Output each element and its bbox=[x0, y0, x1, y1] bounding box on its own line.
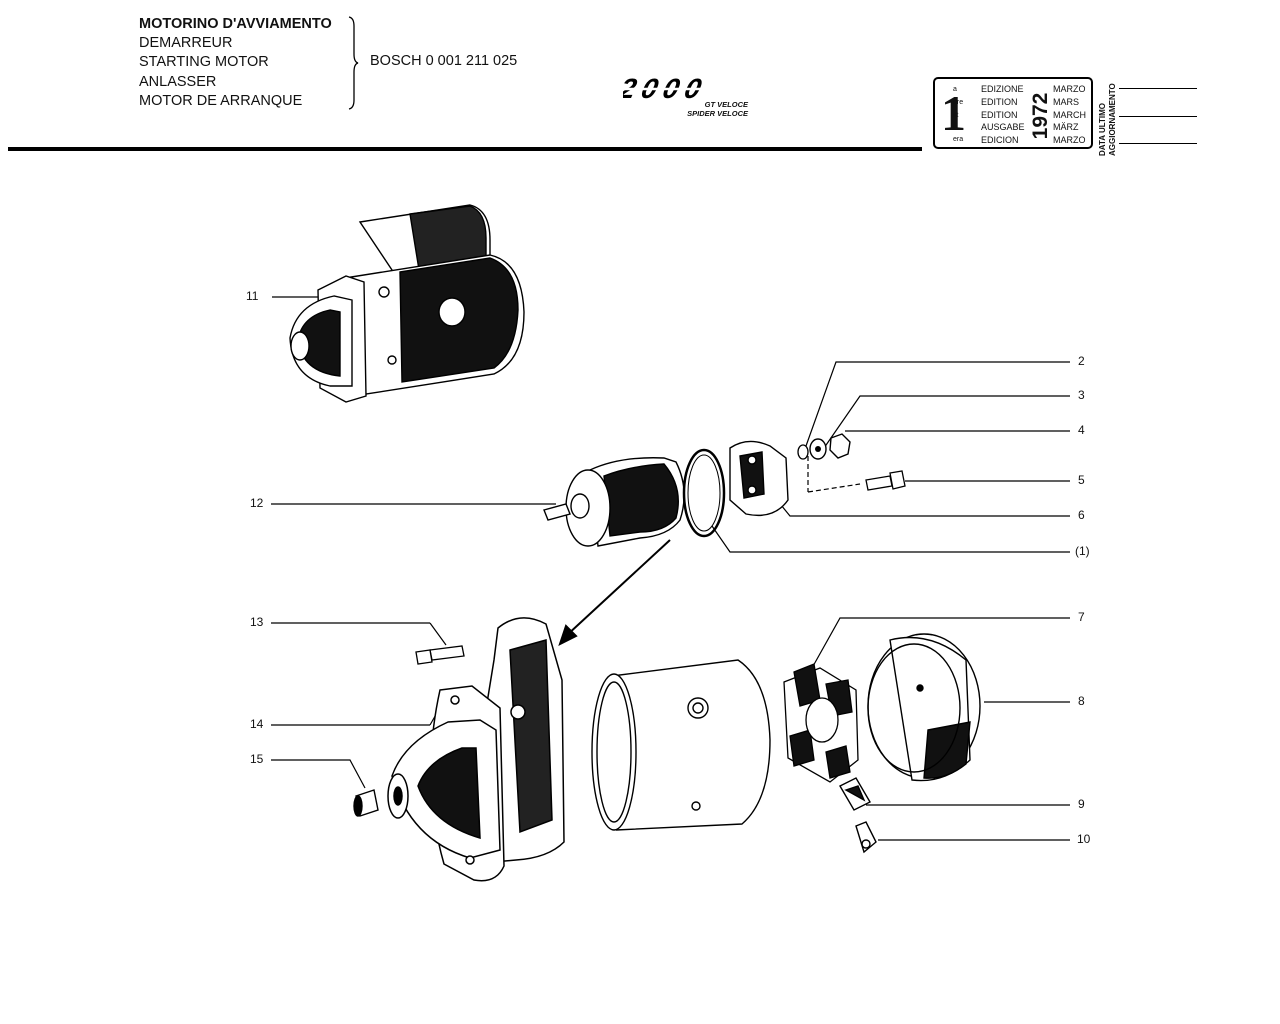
header-rule bbox=[8, 147, 922, 151]
leader-2 bbox=[805, 361, 1070, 447]
edition-word-de: AUSGABE bbox=[981, 122, 1025, 132]
title-german: ANLASSER bbox=[139, 73, 217, 90]
edition-word-it: EDIZIONE bbox=[981, 84, 1024, 94]
callout-7: 7 bbox=[1078, 610, 1085, 624]
edition-sup-es: era bbox=[953, 136, 964, 143]
callout-8: 8 bbox=[1078, 694, 1085, 708]
leader-3 bbox=[823, 395, 1070, 449]
solenoid-body bbox=[543, 457, 685, 547]
logo-subtitle: GT VELOCE SPIDER VELOCE bbox=[670, 100, 748, 118]
o-ring bbox=[682, 448, 726, 538]
edition-sup-fr: ère bbox=[953, 99, 964, 106]
part-number: BOSCH 0 001 211 025 bbox=[370, 53, 518, 69]
edition-month-it: MARZO bbox=[1053, 84, 1086, 94]
callout-3: 3 bbox=[1078, 388, 1085, 402]
edition-number: 1 bbox=[941, 85, 966, 141]
edition-box: 1 a ère st . era EDIZIONE EDITION EDITIO… bbox=[933, 77, 1093, 149]
title-block: MOTORINO D'AVVIAMENTO DEMARREUR STARTING… bbox=[139, 15, 332, 111]
o-ring-inner bbox=[687, 454, 721, 532]
callout-2: 2 bbox=[1078, 354, 1085, 368]
title-italian: MOTORINO D'AVVIAMENTO bbox=[139, 16, 332, 32]
callout-14: 14 bbox=[250, 717, 264, 731]
edition-month-de: MÄRZ bbox=[1053, 122, 1079, 132]
assembled-starter-motor bbox=[289, 204, 525, 403]
leader-13-tail bbox=[429, 622, 447, 646]
drive-end-housing bbox=[387, 617, 565, 882]
spring-clip-9 bbox=[839, 777, 871, 811]
callout-9: 9 bbox=[1078, 797, 1085, 811]
bushing-15 bbox=[353, 789, 379, 817]
edition-month-fr: MARS bbox=[1053, 97, 1080, 107]
callout-13: 13 bbox=[250, 615, 264, 629]
model-logo: 2000 bbox=[623, 78, 743, 102]
brush-holder-7 bbox=[783, 663, 859, 783]
screw-5 bbox=[865, 470, 906, 491]
edition-month-en: MARCH bbox=[1053, 110, 1086, 120]
edition-month-es: MARZO bbox=[1053, 135, 1086, 145]
leader-1 bbox=[711, 525, 1070, 553]
logo-sub-gt: GT VELOCE bbox=[704, 100, 748, 109]
callout-15: 15 bbox=[250, 752, 264, 766]
callout-10: 10 bbox=[1077, 832, 1091, 846]
title-french: DEMARREUR bbox=[139, 35, 233, 52]
title-english: STARTING MOTOR bbox=[139, 54, 269, 71]
nut-4 bbox=[829, 433, 851, 459]
lug-10 bbox=[855, 821, 877, 854]
leader-6 bbox=[771, 493, 1070, 517]
end-cover-8 bbox=[867, 633, 981, 782]
update-line-1 bbox=[1119, 88, 1197, 89]
callout-5: 5 bbox=[1078, 473, 1085, 487]
update-line-3 bbox=[1119, 143, 1197, 144]
dashed-axis bbox=[807, 483, 861, 493]
title-spanish: MOTOR DE ARRANQUE bbox=[139, 92, 303, 109]
callout-11: 11 bbox=[246, 289, 259, 303]
edition-sup-it: a bbox=[953, 86, 957, 93]
solenoid-end-cap bbox=[729, 440, 789, 517]
edition-word-es: EDICION bbox=[981, 135, 1019, 145]
callout-12: 12 bbox=[250, 496, 264, 510]
brace bbox=[348, 16, 359, 110]
edition-word-fr: EDITION bbox=[981, 97, 1018, 107]
washer-2 bbox=[797, 444, 809, 460]
yoke-housing bbox=[591, 659, 771, 831]
leader-15 bbox=[271, 759, 366, 789]
leader-7 bbox=[811, 617, 1070, 669]
bolt-13 bbox=[415, 645, 465, 665]
update-line-2 bbox=[1119, 116, 1197, 117]
edition-sup-de: . bbox=[953, 124, 955, 131]
assembly-arrow bbox=[558, 539, 671, 646]
edition-sup-en: st bbox=[953, 112, 959, 119]
logo-sub-spider: SPIDER VELOCE bbox=[687, 108, 748, 118]
callout-6: 6 bbox=[1078, 508, 1085, 522]
edition-word-en: EDITION bbox=[981, 110, 1018, 120]
callout-1: (1) bbox=[1075, 544, 1090, 558]
callout-4: 4 bbox=[1078, 423, 1085, 437]
washer-3-hole bbox=[815, 446, 821, 452]
